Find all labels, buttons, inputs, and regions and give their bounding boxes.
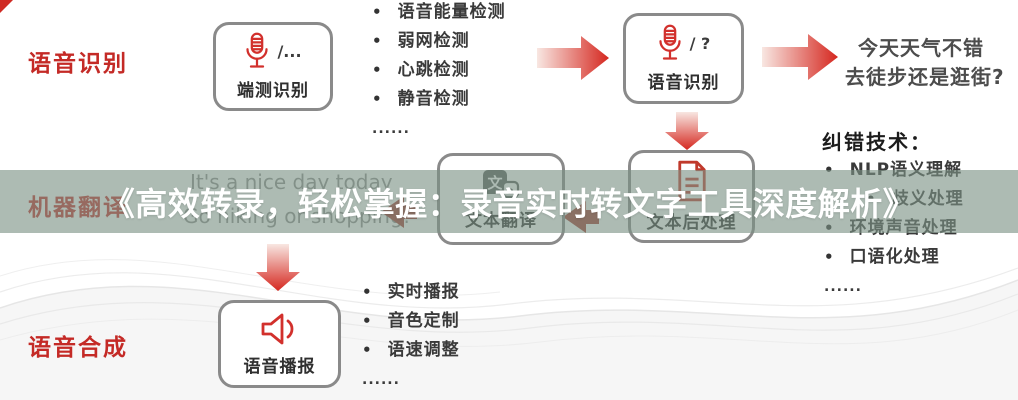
node-speech-broadcast: 语音播报 — [218, 300, 341, 388]
broadcast-node-title: 语音播报 — [243, 356, 316, 377]
microphone-icon — [659, 24, 681, 60]
corner-red-mark — [0, 0, 13, 13]
recognized-text-line2: 去徒步还是逛街? — [845, 65, 1005, 89]
asr-feature-list: 语音能量检测 弱网检测 心跳检测 静音检测 ...... — [372, 0, 506, 144]
feature-item: 音色定制 — [362, 307, 460, 336]
row-label-speech-recognition: 语音识别 — [28, 51, 128, 77]
feature-item: 心跳检测 — [372, 56, 506, 85]
feature-item-ellipsis: ...... — [362, 372, 400, 388]
feature-item: 实时播报 — [362, 278, 460, 307]
feature-item: 语速调整 — [362, 336, 460, 365]
correction-section-title: 纠错技术： — [822, 130, 932, 154]
feature-item: 弱网检测 — [372, 27, 506, 56]
microphone-icon — [246, 32, 269, 68]
node-edge-recognition: /... 端测识别 — [213, 22, 333, 111]
node-speech-recognition: / ? 语音识别 — [623, 13, 744, 104]
feature-item-ellipsis: ...... — [372, 121, 410, 137]
arrow-down-icon — [256, 244, 300, 291]
speaker-icon — [261, 313, 293, 344]
banner-title-text: 《高效转录，轻松掌握：录音实时转文字工具深度解析》 — [102, 184, 916, 223]
recognized-text-line1: 今天天气不错 — [858, 36, 984, 60]
arrow-right-icon — [537, 36, 609, 80]
title-banner-overlay: 《高效转录，轻松掌握：录音实时转文字工具深度解析》 — [0, 170, 1018, 233]
arrow-right-icon — [762, 34, 838, 80]
edge-node-suffix: /... — [277, 41, 302, 61]
tts-feature-list: 实时播报 音色定制 语速调整 ...... — [362, 278, 460, 395]
arrow-down-icon — [665, 112, 709, 150]
correction-item-ellipsis: ...... — [824, 279, 862, 295]
cloud-node-suffix: / ? — [689, 33, 711, 53]
edge-node-title: 端测识别 — [237, 81, 309, 101]
row-label-speech-synthesis: 语音合成 — [28, 335, 128, 361]
feature-item: 静音检测 — [372, 85, 506, 114]
cloud-node-title: 语音识别 — [647, 73, 720, 93]
feature-item: 语音能量检测 — [372, 0, 506, 27]
correction-item: 口语化处理 — [824, 243, 964, 272]
